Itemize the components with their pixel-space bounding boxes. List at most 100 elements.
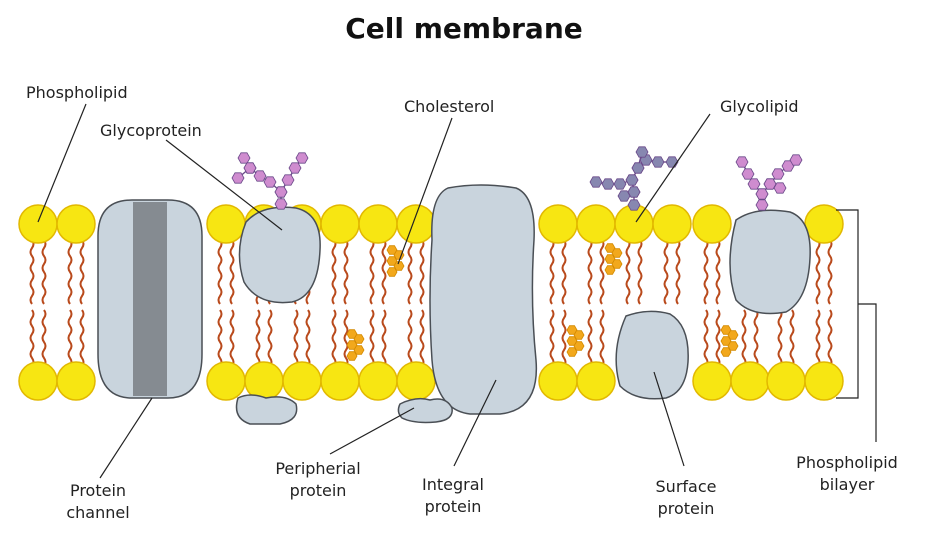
- cholesterol-ring: [727, 330, 739, 340]
- phospholipid-head: [206, 361, 246, 401]
- phospholipid-head: [320, 204, 360, 244]
- phospholipid-tail: [663, 239, 669, 305]
- phospholipid-tail: [29, 309, 35, 367]
- leader-protein-channel: [99, 397, 153, 479]
- phospholipid-tail: [255, 309, 261, 367]
- leader-integral-protein: [453, 379, 497, 467]
- sugar-unit: [631, 162, 645, 174]
- label-integral-protein-line1: Integral: [422, 475, 484, 494]
- phospholipid-head: [396, 204, 436, 244]
- label-bilayer-line1: Phospholipid: [796, 453, 898, 472]
- surface-protein: [615, 310, 689, 400]
- proteins: [97, 184, 811, 425]
- label-phospholipid-bilayer: Phospholipid bilayer: [782, 452, 912, 496]
- leader-peripheral-protein: [329, 407, 415, 455]
- diagram-title: Cell membrane: [345, 12, 583, 45]
- phospholipid-head: [282, 361, 322, 401]
- sugar-unit: [601, 178, 615, 190]
- peripheral-protein-left: [235, 394, 298, 425]
- sugar-unit: [274, 186, 288, 198]
- label-integral-protein: Integral protein: [398, 474, 508, 518]
- phospholipid-tail: [331, 309, 337, 367]
- phospholipid-tail: [229, 309, 235, 367]
- phospholipid-heads: [18, 204, 844, 401]
- sugar-unit: [741, 168, 755, 180]
- phospholipid-head: [614, 204, 654, 244]
- phospholipid-tail: [29, 239, 35, 305]
- phospholipid-tail: [789, 309, 795, 367]
- label-glycolipid: Glycolipid: [720, 97, 799, 116]
- sugar-unit: [617, 190, 631, 202]
- sugar-unit: [237, 152, 251, 164]
- phospholipid-tail: [549, 309, 555, 367]
- phospholipid-tail: [217, 309, 223, 367]
- phospholipid-tail: [549, 239, 555, 305]
- cholesterol-ring: [573, 341, 585, 351]
- phospholipid-tail: [561, 309, 567, 367]
- phospholipid-tail: [41, 239, 47, 305]
- cholesterol-ring: [727, 341, 739, 351]
- sugar-unit: [747, 178, 761, 190]
- phospholipid-tail: [67, 309, 73, 367]
- phospholipid-tail: [217, 239, 223, 305]
- phospholipid-head: [56, 361, 96, 401]
- label-phospholipid: Phospholipid: [26, 83, 128, 102]
- phospholipid-tail: [369, 309, 375, 367]
- glycoprotein-body: [238, 206, 321, 304]
- peripheral-protein-right: [397, 397, 453, 424]
- phospholipid-tail: [815, 239, 821, 305]
- label-surface-protein: Surface protein: [636, 476, 736, 520]
- sugar-unit: [625, 174, 639, 186]
- leader-phospholipid: [37, 103, 87, 223]
- phospholipid-tail: [381, 309, 387, 367]
- sugar-unit: [627, 199, 641, 211]
- phospholipid-tail: [715, 239, 721, 305]
- cholesterol-ring: [346, 351, 358, 361]
- phospholipid-head: [538, 361, 578, 401]
- cholesterol-ring: [566, 347, 578, 357]
- cholesterol-ring: [386, 267, 398, 277]
- sugar-unit: [755, 199, 769, 211]
- phospholipid-tail: [715, 309, 721, 367]
- sugar-unit: [763, 178, 777, 190]
- phospholipid-head: [692, 204, 732, 244]
- label-cholesterol: Cholesterol: [404, 97, 495, 116]
- phospholipid-tail: [741, 309, 747, 367]
- label-protein-channel-line2: channel: [66, 503, 130, 522]
- phospholipid-tail: [561, 239, 567, 305]
- phospholipid-head: [730, 361, 770, 401]
- label-protein-channel-line1: Protein: [69, 481, 127, 500]
- carbohydrate-chains: [231, 146, 803, 211]
- cholesterol-ring: [611, 248, 623, 258]
- phospholipid-tail: [293, 309, 299, 367]
- sugar-unit: [651, 156, 665, 168]
- phospholipid-head: [18, 204, 58, 244]
- label-glycoprotein: Glycoprotein: [100, 121, 202, 140]
- phospholipid-tail: [407, 239, 413, 305]
- phospholipid-head: [320, 361, 360, 401]
- phospholipid-tail: [407, 309, 413, 367]
- bilayer-bracket-connector: [858, 303, 877, 442]
- phospholipid-head: [766, 361, 806, 401]
- sugar-unit: [231, 172, 245, 184]
- label-integral-protein-line2: protein: [424, 497, 482, 516]
- label-peripheral-protein-line1: Peripherial: [275, 459, 361, 478]
- sugar-unit: [274, 198, 288, 210]
- cholesterol-ring: [604, 265, 616, 275]
- leader-surface-protein: [653, 371, 685, 467]
- phospholipid-tail: [369, 239, 375, 305]
- phospholipid-tail: [827, 309, 833, 367]
- phospholipid-head: [206, 204, 246, 244]
- phospholipid-tail: [419, 239, 425, 305]
- label-peripheral-protein-line2: protein: [289, 481, 347, 500]
- phospholipid-tail: [599, 239, 605, 305]
- label-protein-channel: Protein channel: [48, 480, 148, 524]
- sugar-unit: [295, 152, 309, 164]
- phospholipid-head: [396, 361, 436, 401]
- cholesterol-ring: [353, 345, 365, 355]
- phospholipid-tail: [703, 309, 709, 367]
- phospholipid-tail: [41, 309, 47, 367]
- phospholipid-tail: [827, 239, 833, 305]
